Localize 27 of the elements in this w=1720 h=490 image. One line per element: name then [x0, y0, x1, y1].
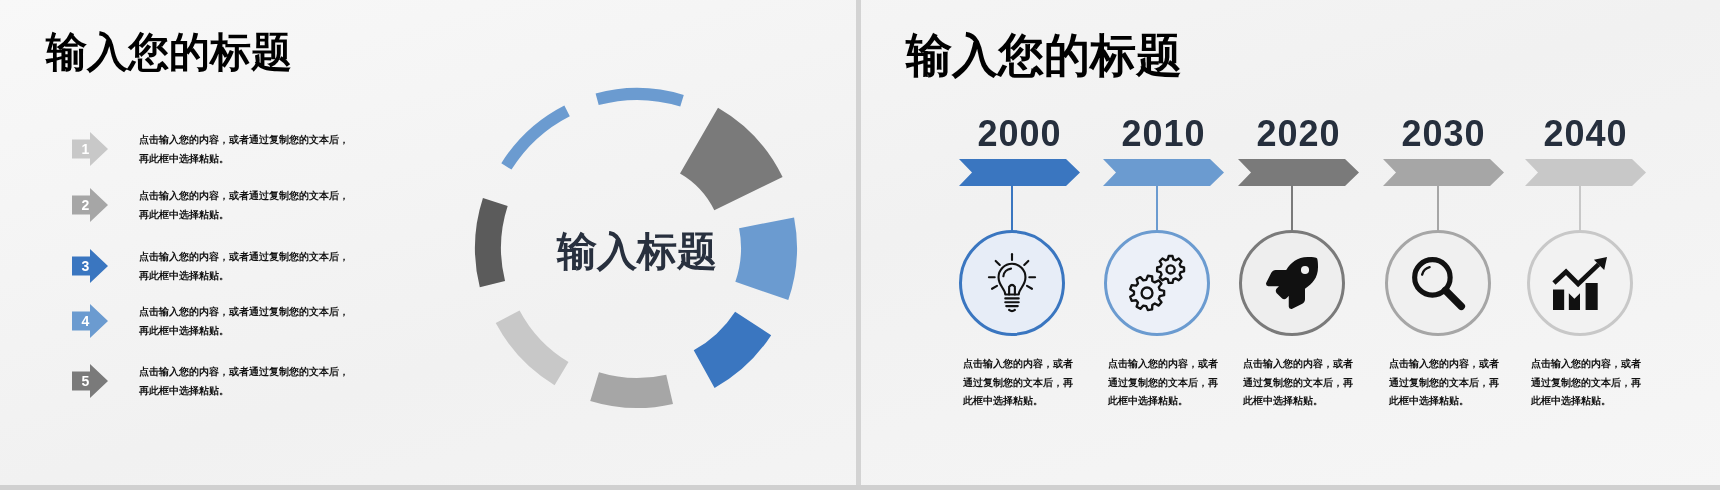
connector-line [1291, 185, 1293, 231]
description-text: 点击输入您的内容，或者通过复制您的文本后，再此框中选择粘贴。 [1243, 357, 1354, 408]
slide-title: 输入您的标题 [46, 28, 292, 77]
year-label: 2000 [977, 116, 1062, 152]
description-text: 点击输入您的内容，或者通过复制您的文本后，再此框中选择粘贴。 [963, 357, 1074, 408]
step-number: 5 [80, 372, 91, 390]
year-label: 2040 [1543, 116, 1628, 152]
description-text: 点击输入您的内容，或者通过复制您的文本后，再此框中选择粘贴。 [1389, 357, 1500, 408]
connector-line [1437, 185, 1439, 231]
description-text: 点击输入您的内容，或者通过复制您的文本后，再此框中选择粘贴。 [139, 250, 350, 283]
step-number: 2 [80, 196, 91, 214]
description-text: 点击输入您的内容，或者通过复制您的文本后，再此框中选择粘贴。 [139, 365, 350, 398]
ring-center-title: 输入标题 [557, 228, 717, 275]
year-label: 2030 [1401, 116, 1486, 152]
year-label: 2010 [1121, 116, 1206, 152]
step-number: 3 [80, 257, 91, 275]
description-text: 点击输入您的内容，或者通过复制您的文本后，再此框中选择粘贴。 [1108, 357, 1219, 408]
description-text: 点击输入您的内容，或者通过复制您的文本后，再此框中选择粘贴。 [139, 133, 350, 166]
slide-title: 输入您的标题 [906, 28, 1182, 83]
step-number: 4 [80, 312, 91, 330]
description-text: 点击输入您的内容，或者通过复制您的文本后，再此框中选择粘贴。 [139, 189, 350, 222]
connector-line [1579, 185, 1581, 231]
connector-line [1011, 185, 1013, 231]
year-label: 2020 [1256, 116, 1341, 152]
description-text: 点击输入您的内容，或者通过复制您的文本后，再此框中选择粘贴。 [139, 305, 350, 338]
description-text: 点击输入您的内容，或者通过复制您的文本后，再此框中选择粘贴。 [1531, 357, 1642, 408]
connector-line [1156, 185, 1158, 231]
